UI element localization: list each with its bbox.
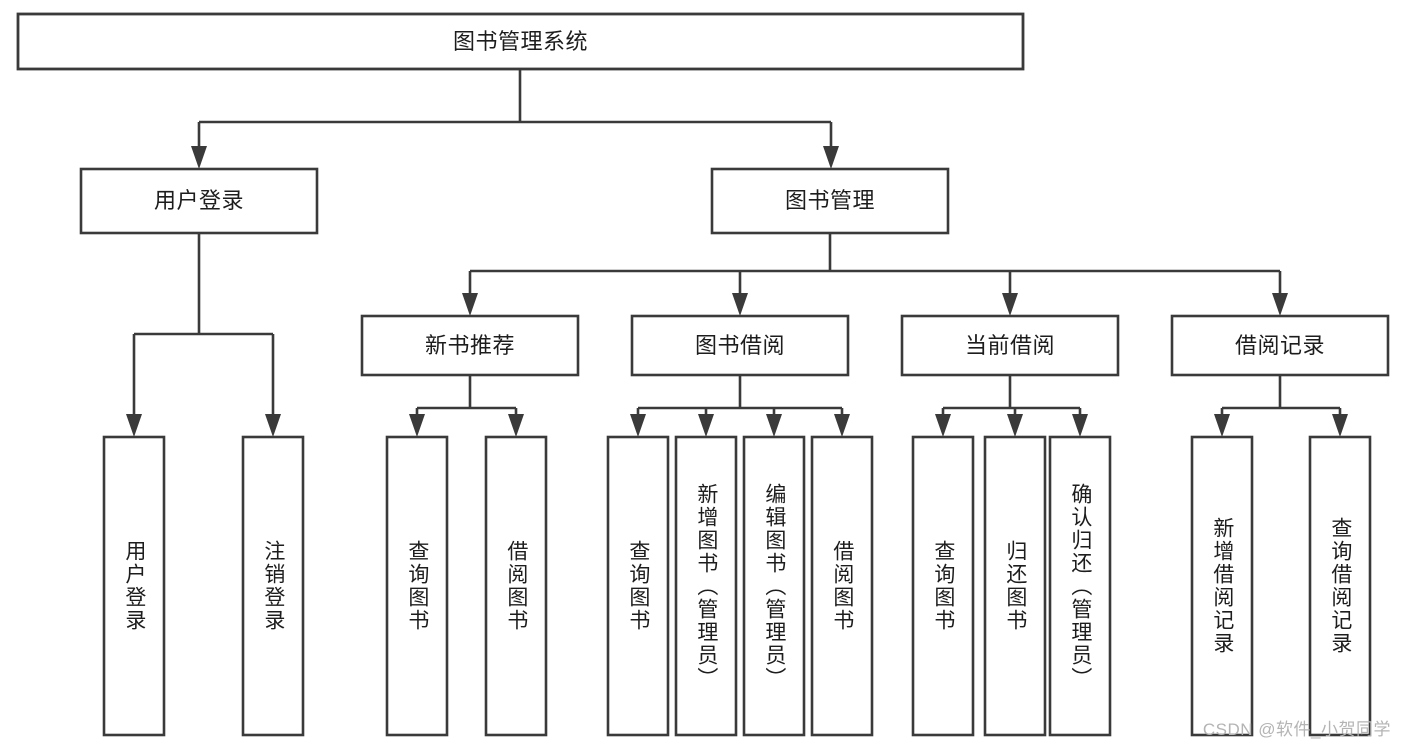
node-box-new-book-recommend[interactable]: [360, 314, 580, 377]
node-box-root[interactable]: [16, 12, 1025, 71]
node-box-borrow-record[interactable]: [1170, 314, 1390, 377]
node-box-leaf-user-login[interactable]: [102, 435, 166, 737]
node-box-leaf-query-book-1[interactable]: [385, 435, 449, 737]
node-box-leaf-borrow-book-2[interactable]: [810, 435, 874, 737]
csdn-watermark: CSDN @软件_小贺同学: [1202, 720, 1391, 739]
node-box-leaf-query-book-3[interactable]: [911, 435, 975, 737]
connector-userlogin-to-leaves: [126, 233, 281, 437]
connector-currentborrow-to-leaves: [935, 375, 1088, 437]
node-box-book-borrow[interactable]: [630, 314, 850, 377]
node-box-user-login[interactable]: [79, 167, 319, 235]
node-box-leaf-confirm-return[interactable]: [1048, 435, 1112, 737]
connector-bookborrow-to-leaves: [630, 375, 850, 437]
node-box-current-borrow[interactable]: [900, 314, 1120, 377]
node-box-leaf-logout[interactable]: [241, 435, 305, 737]
node-box-leaf-edit-book[interactable]: [742, 435, 806, 737]
node-box-book-manage[interactable]: [710, 167, 950, 235]
node-box-leaf-query-book-2[interactable]: [606, 435, 670, 737]
connector-bookmanage-to-level3: [462, 233, 1288, 316]
node-box-leaf-add-book[interactable]: [674, 435, 738, 737]
node-box-leaf-return-book[interactable]: [983, 435, 1047, 737]
node-box-leaf-query-record[interactable]: [1308, 435, 1372, 737]
node-box-leaf-borrow-book-1[interactable]: [484, 435, 548, 737]
connector-borrowrecord-to-leaves: [1214, 375, 1348, 437]
connector-newbook-to-leaves: [409, 375, 524, 437]
node-box-leaf-add-record[interactable]: [1190, 435, 1254, 737]
connector-root-to-level2: [191, 69, 839, 169]
